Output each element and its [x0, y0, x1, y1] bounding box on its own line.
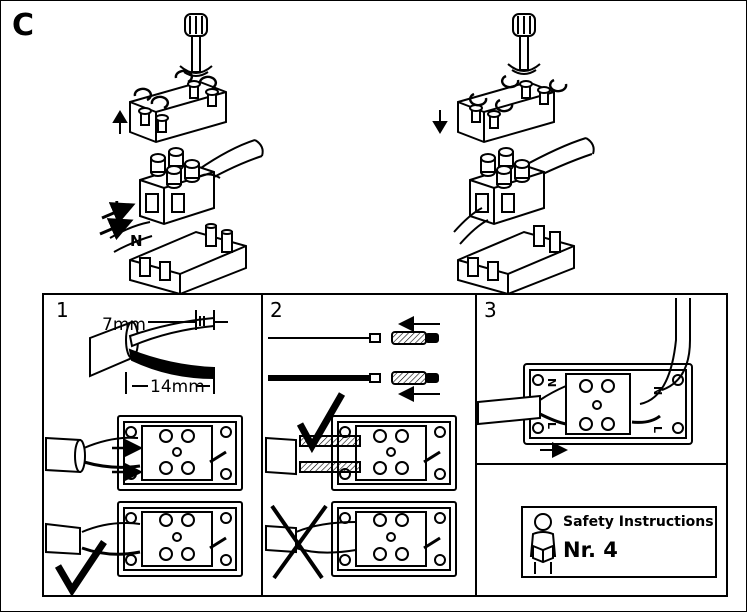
- safety-number: Nr. 4: [563, 538, 618, 562]
- dimension-label-outer: 7mm: [102, 315, 146, 335]
- screwdriver-icon: [507, 13, 541, 75]
- panel-3-number: 3: [484, 298, 497, 322]
- arrow-up-icon: [112, 110, 128, 134]
- label-neutral-right: N: [651, 386, 664, 395]
- checkmark-icon: [296, 392, 346, 454]
- dimension-label-inner: 14mm: [150, 377, 205, 397]
- panel-2-number: 2: [270, 298, 283, 322]
- screwdriver-icon: [179, 13, 213, 77]
- label-neutral: N: [130, 232, 143, 250]
- label-live: L: [114, 198, 124, 216]
- rotate-arrow-icon: [469, 74, 568, 113]
- screw-icon: [469, 80, 551, 129]
- label-live-left: L: [545, 422, 558, 429]
- cross-icon: [270, 504, 328, 580]
- terminal-block-upper: [117, 415, 243, 491]
- label-neutral-left: N: [545, 378, 558, 387]
- panel-1-stripping: [89, 310, 228, 394]
- panel-2-ferrules: [268, 316, 440, 402]
- terminal-block-lower: [45, 501, 243, 577]
- terminal-block-ok: [265, 415, 457, 491]
- section-label: C: [12, 8, 35, 43]
- panel-1-number: 1: [56, 298, 69, 322]
- checkmark-icon: [54, 540, 107, 597]
- panel-3-installed: [477, 298, 693, 458]
- assembly-closed: [432, 13, 595, 296]
- panel-grid: [42, 293, 728, 597]
- safety-title: Safety Instructions: [563, 514, 714, 530]
- assembly-open: [99, 13, 264, 296]
- reading-person-icon: [529, 513, 557, 574]
- rotate-arrow-icon: [133, 69, 217, 110]
- arrow-down-icon: [432, 110, 448, 134]
- cable-insert-upper: [45, 436, 143, 482]
- safety-instructions-box: Safety Instructions Nr. 4: [521, 506, 717, 578]
- label-live-right: L: [651, 426, 664, 433]
- terminal-block-wrong: [265, 501, 457, 577]
